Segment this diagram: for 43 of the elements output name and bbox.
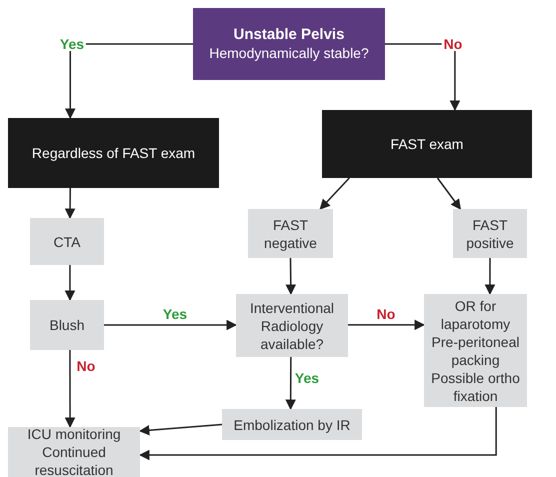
process-box — [222, 409, 362, 440]
arrow — [64, 265, 76, 302]
arrow — [436, 178, 462, 210]
arrow — [104, 320, 238, 330]
edge-label: Yes — [58, 37, 86, 51]
process-box — [236, 294, 348, 357]
process-box — [8, 427, 140, 477]
arrow — [348, 320, 426, 330]
node-text: FAST exam — [390, 135, 464, 153]
arrow — [138, 424, 222, 436]
arrow — [385, 43, 460, 112]
node-text: ICU monitoring Continued resuscitation — [26, 425, 122, 477]
process-box — [248, 209, 333, 258]
node-text: Regardless of FAST exam — [32, 144, 196, 162]
edge-label: No — [442, 37, 464, 51]
node-text: Hemodynamically stable? — [209, 44, 369, 62]
node-text: Interventional Radiology available? — [248, 298, 336, 352]
arrow — [285, 357, 296, 410]
decision-box — [193, 8, 385, 80]
node-text: OR for laparotomy Pre-peritoneal packing Possible ortho fixation — [430, 296, 521, 404]
arrow — [286, 258, 296, 296]
node-text: FAST positive — [465, 216, 515, 252]
arrow — [64, 188, 76, 220]
node-text: FAST negative — [263, 216, 318, 252]
process-box — [453, 209, 527, 258]
process-box — [424, 294, 527, 407]
process-box — [30, 218, 104, 265]
process-box — [8, 118, 219, 188]
arrow — [65, 43, 193, 120]
arrow — [484, 258, 496, 296]
edge-label: Yes — [292, 371, 322, 385]
edge-label: No — [74, 359, 98, 373]
node-text: Embolization by IR — [234, 416, 350, 434]
node-text: Blush — [49, 316, 85, 334]
process-box — [30, 300, 104, 350]
node-text: CTA — [54, 232, 80, 250]
edge-label: No — [374, 307, 398, 321]
arrow — [320, 177, 350, 210]
arrow — [138, 407, 497, 460]
node-text: Unstable Pelvis — [234, 26, 344, 44]
arrow — [64, 350, 76, 428]
process-box — [322, 110, 532, 178]
edge-label: Yes — [160, 307, 190, 321]
